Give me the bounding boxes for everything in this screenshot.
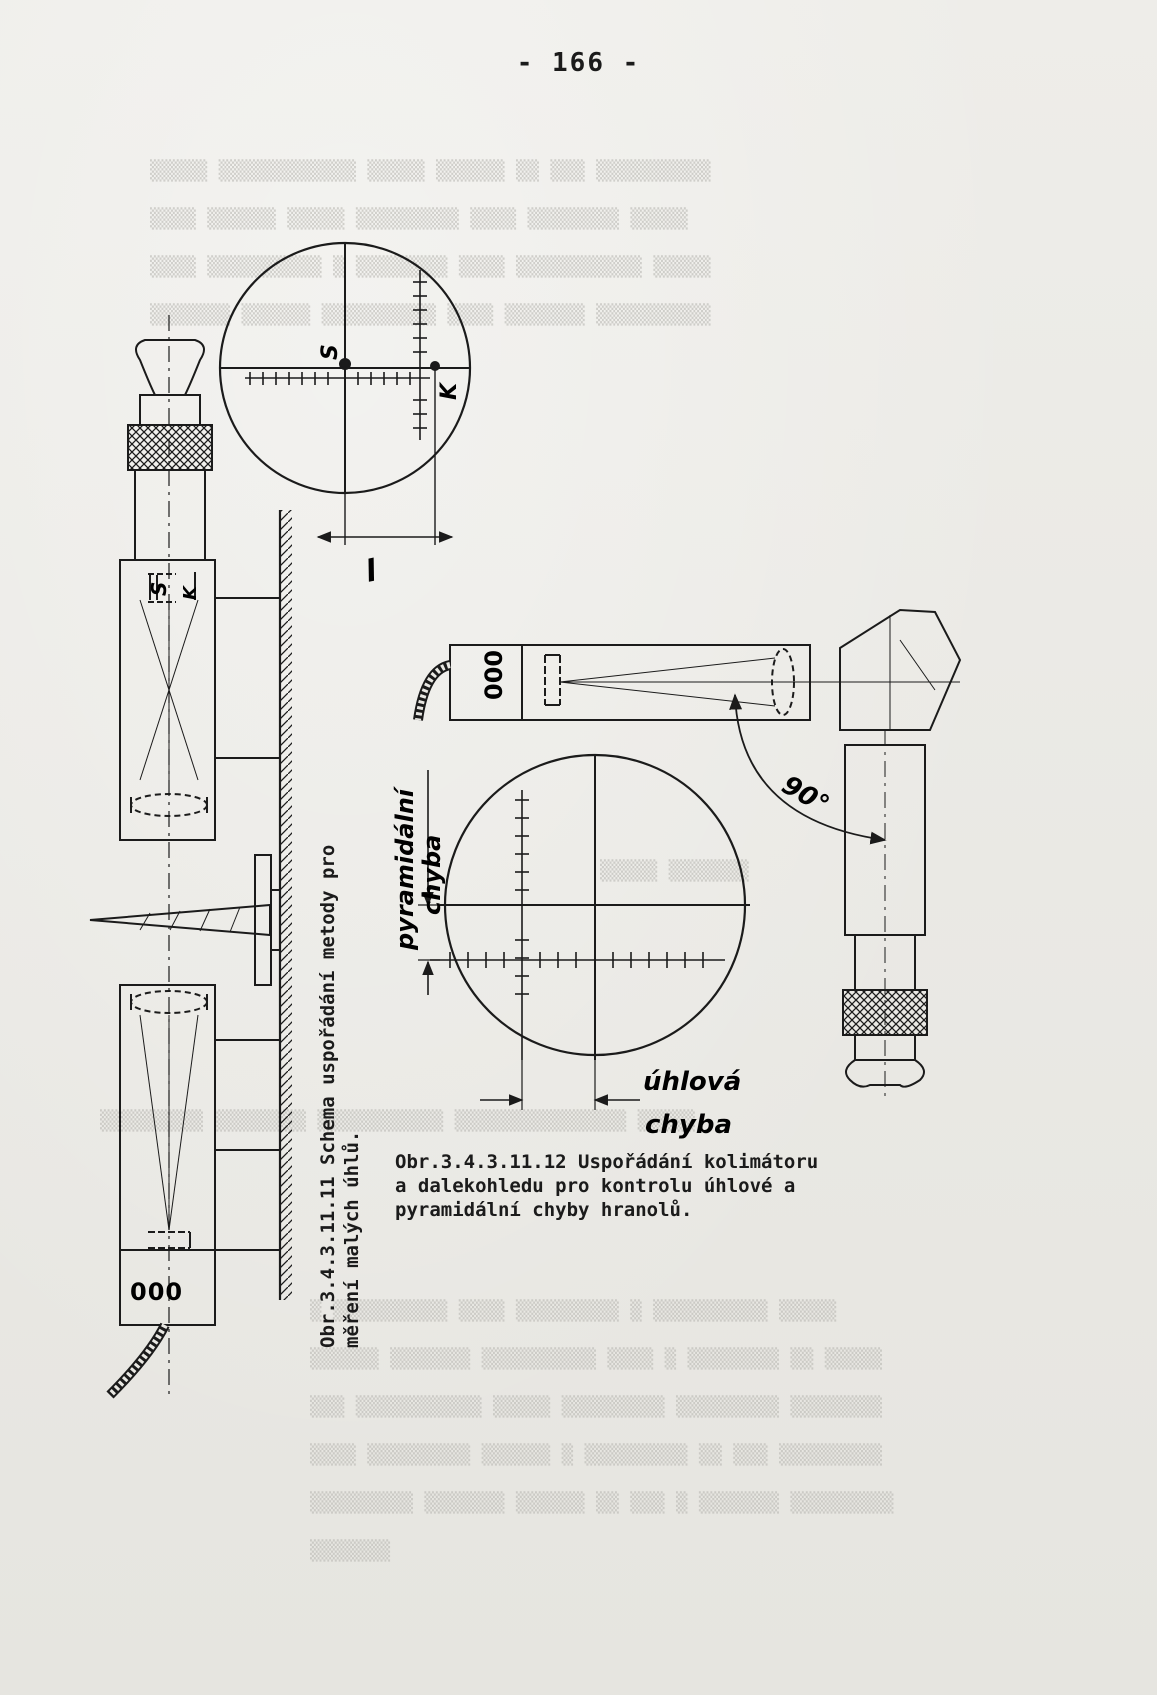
bleed-through-line: ▒▒▒▒ ▒▒▒▒▒▒▒▒▒▒ ▒ ▒▒▒▒▒▒▒▒ ▒▒▒▒ ▒▒▒▒▒▒▒▒… (150, 256, 711, 278)
reticle-label-k: K (437, 381, 462, 400)
eyepiece-cup (135, 339, 205, 396)
wall-hatching (280, 510, 292, 1300)
bleed-through-line: ▒▒▒▒▒ ▒▒▒▒▒▒▒▒▒▒▒▒ ▒▒▒▒▒ ▒▒▒▒▒▒ ▒▒ ▒▒▒ ▒… (150, 160, 711, 182)
bleed-through-line: ▒▒▒▒▒▒▒ (310, 1540, 391, 1562)
angle-arc (729, 693, 887, 845)
pyramidal-error-label-1: pyramidální (391, 785, 419, 951)
bleed-through-line: ▒▒▒▒▒▒▒ ▒▒▒▒▒▒ ▒▒▒▒▒▒▒▒▒▒ ▒▒▒▒ ▒▒▒▒▒▒▒ ▒… (150, 304, 711, 326)
collimator-lamp-symbol: 000 (480, 650, 508, 700)
reticle-vertical-scale (413, 270, 427, 440)
prism-holder (254, 854, 272, 986)
reticle-top (218, 241, 472, 495)
reticle-bottom-horizontal-scale (430, 952, 725, 968)
figure-2-caption: Obr.3.4.3.11.12 Uspořádání kolimátoru a … (395, 1151, 819, 1221)
bleed-through-line: ▒▒▒▒▒▒▒▒▒ ▒▒▒▒▒▒▒ ▒▒▒▒▒▒ ▒▒ ▒▒▒ ▒ ▒▒▒▒▒▒… (310, 1492, 894, 1514)
autocollimator-body (119, 559, 216, 841)
collimator-lens (771, 648, 795, 716)
angular-error-label-1: úhlová (643, 1067, 741, 1097)
bleed-through-line: ▒ ▒▒▒▒▒▒▒▒▒▒ ▒▒▒▒ ▒▒▒▒▒▒▒▒▒ ▒ ▒▒▒▒▒▒▒▒▒▒… (310, 1300, 837, 1322)
collimator-reticle (544, 654, 561, 706)
focus-knurl-right (842, 989, 928, 1036)
lamp-symbol: 000 (130, 1278, 183, 1306)
bleed-through-line: ▒▒▒▒▒ ▒▒▒▒▒▒▒ (600, 860, 749, 882)
tube-reticle-lower (148, 1231, 191, 1249)
bleed-through-line: ▒▒▒ ▒▒▒▒▒▒▒▒▒▒▒ ▒▒▒▒▒ ▒▒▒▒▒▒▒▒▒ ▒▒▒▒▒▒▒▒… (310, 1396, 882, 1418)
reticle-horizontal-scale (245, 372, 430, 385)
collimator-cable (413, 660, 452, 721)
angle-label: 90° (777, 770, 835, 821)
dimension-label-l: l (362, 553, 380, 590)
figure-1-diagram (89, 241, 472, 1399)
bleed-through-line: ▒▒▒▒ ▒▒▒▒▒▒▒▒▒ ▒▒▒▒▒▒ ▒ ▒▒▒▒▒▒▒▒▒ ▒▒ ▒▒▒… (310, 1444, 882, 1466)
eyepiece-ring (139, 394, 201, 426)
tube-label-k: K (180, 584, 201, 600)
light-rays-upper (139, 599, 199, 781)
tube-reticle-s (148, 572, 196, 603)
tube-label-s: S (147, 582, 171, 596)
wedge-hatch (139, 906, 241, 933)
reticle-point-s (339, 358, 351, 370)
light-rays-lower (139, 1014, 199, 1231)
reticle-point-k (430, 361, 440, 371)
angular-error-label-2: chyba (645, 1110, 732, 1140)
reticle-bottom-vertical-scale (515, 790, 529, 1060)
pyramidal-error-label-2: chyba (418, 835, 446, 915)
bleed-through-line: ▒▒▒▒▒▒▒▒▒ ▒▒▒▒▒▒▒▒ ▒▒▒▒▒▒▒▒▒▒▒ ▒▒▒▒▒▒▒▒▒… (100, 1110, 695, 1132)
collimator-body (119, 984, 216, 1251)
pentaprism (839, 608, 962, 731)
bleed-through-line: ▒▒▒▒ ▒▒▒▒▒▒ ▒▒▒▒▒ ▒▒▒▒▒▒▒▒▒ ▒▒▒▒ ▒▒▒▒▒▒▒… (150, 208, 688, 230)
reticle-label-s: S (318, 344, 343, 360)
eyepiece-cup-right (845, 1059, 925, 1088)
wedge-prism (89, 903, 271, 937)
figure-1-caption: Obr.3.4.3.11.11 Schema uspořádání metody… (317, 844, 363, 1348)
eyepiece-tube (134, 469, 206, 561)
bleed-through-line: ▒▒▒▒▒▒ ▒▒▒▒▒▒▒ ▒▒▒▒▒▒▒▒▒▒ ▒▒▒▒ ▒ ▒▒▒▒▒▒▒… (310, 1348, 882, 1370)
reticle-bottom (430, 753, 750, 1060)
focus-knurl-top (127, 424, 213, 471)
page-number: - 166 - (516, 48, 641, 78)
lamp-housing (119, 1249, 216, 1326)
figure-2-diagram (413, 608, 962, 1110)
